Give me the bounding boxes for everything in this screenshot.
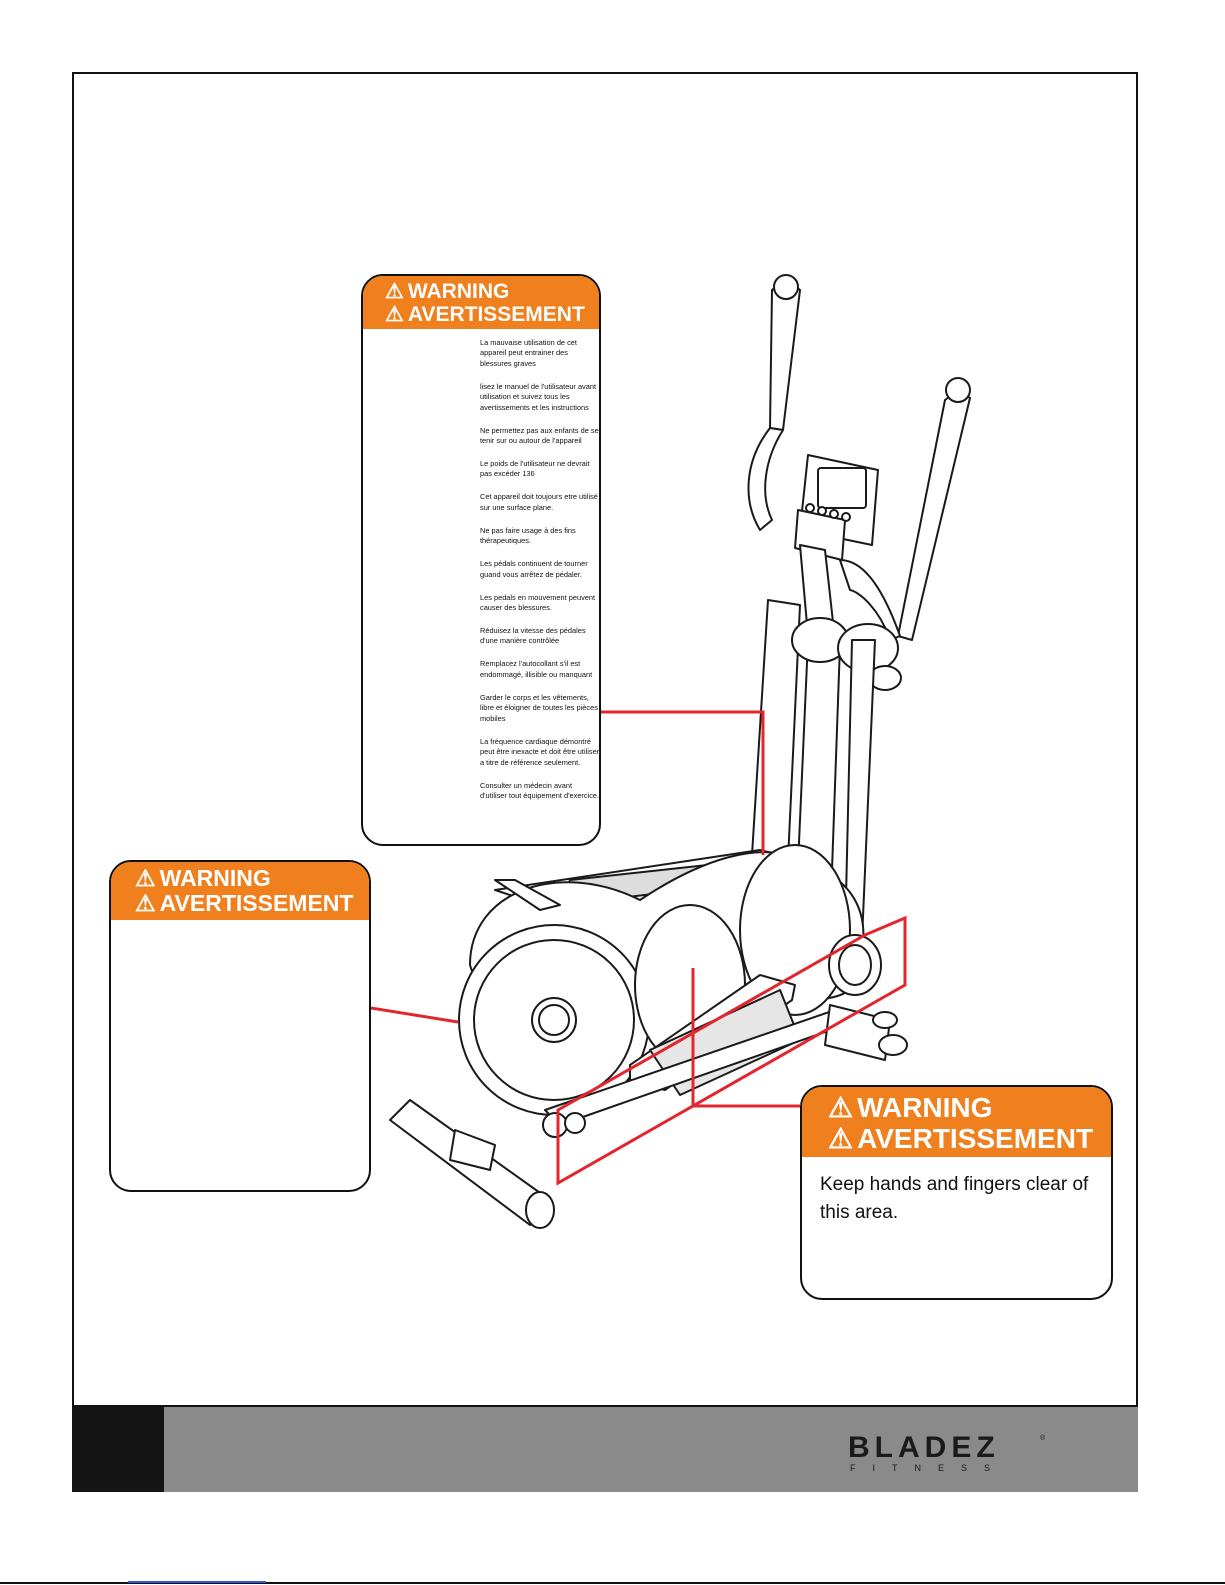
warning-triangle-icon: ⚠ — [135, 890, 156, 917]
warning-title-fr: AVERTISSEMENT — [159, 890, 354, 917]
footer-bar: BLADEZ ® FITNESS — [72, 1405, 1138, 1492]
logo-wordmark: BLADEZ — [848, 1431, 1000, 1464]
warning-title-fr: AVERTISSEMENT — [857, 1122, 1094, 1154]
warning-header: ⚠WARNING ⚠AVERTISSEMENT — [111, 862, 369, 920]
warning-title-en: WARNING — [159, 865, 271, 891]
warning-text: Le poids de l'utilisateur ne devrait pas… — [480, 459, 590, 479]
warning-text: Keep hands and fingers clear of this are… — [820, 1174, 1089, 1223]
warning-text: lisez le manuel de l'utilisateur avant u… — [480, 381, 597, 412]
warning-text: La mauvaise utilisation de cet appareil … — [480, 338, 577, 368]
warning-text-list: La mauvaise utilisation de cet appareil … — [480, 338, 600, 814]
warning-triangle-icon: ⚠ — [828, 1092, 854, 1123]
warning-header: ⚠WARNING ⚠AVERTISSEMENT — [802, 1087, 1111, 1157]
warning-text: La fréquence cardiaque démontré peut êtr… — [480, 736, 600, 767]
bottom-rule — [0, 1582, 1225, 1584]
warning-triangle-icon: ⚠ — [385, 303, 404, 327]
warning-text: Garder le corps et les vêtements, libre … — [480, 692, 598, 723]
registered-mark: ® — [1040, 1435, 1046, 1442]
warning-label-left: ⚠WARNING ⚠AVERTISSEMENT — [109, 860, 371, 1192]
logo-subtitle: FITNESS — [850, 1463, 1008, 1473]
warning-triangle-icon: ⚠ — [385, 280, 404, 303]
warning-header: ⚠WARNING ⚠AVERTISSEMENT — [363, 276, 599, 329]
warning-label-right: ⚠WARNING ⚠AVERTISSEMENT Keep hands and f… — [800, 1085, 1113, 1300]
warning-title-en: WARNING — [857, 1092, 993, 1123]
warning-triangle-icon: ⚠ — [828, 1122, 854, 1154]
warning-text: Remplacez l'autocollant s'il est endomma… — [480, 659, 593, 679]
warning-title-fr: AVERTISSEMENT — [407, 303, 585, 327]
warning-text: Les pedals en mouvement peuvent causer d… — [480, 592, 596, 613]
bottom-link-underline[interactable] — [128, 1581, 266, 1583]
page-number-block — [72, 1407, 164, 1492]
warning-text: Ne pas faire usage à des fins thérapeuti… — [480, 525, 576, 546]
warning-triangle-icon: ⚠ — [135, 865, 156, 891]
warning-text: Réduisez la vitesse des pédales d'une ma… — [480, 626, 586, 646]
brand-logo: BLADEZ ® FITNESS — [848, 1431, 1048, 1474]
warning-text: Cet appareil doit toujours etre utilisé … — [480, 492, 598, 512]
warning-text: Ne permettez pas aux enfants de se tenir… — [480, 425, 599, 446]
warning-text: Consulter un médecin avant d'utiliser to… — [480, 780, 600, 800]
warning-title-en: WARNING — [407, 280, 510, 303]
warning-label-top: ⚠WARNING ⚠AVERTISSEMENT La mauvaise util… — [361, 274, 601, 846]
warning-text: Les pédals continuent de tourner guand v… — [480, 559, 588, 579]
